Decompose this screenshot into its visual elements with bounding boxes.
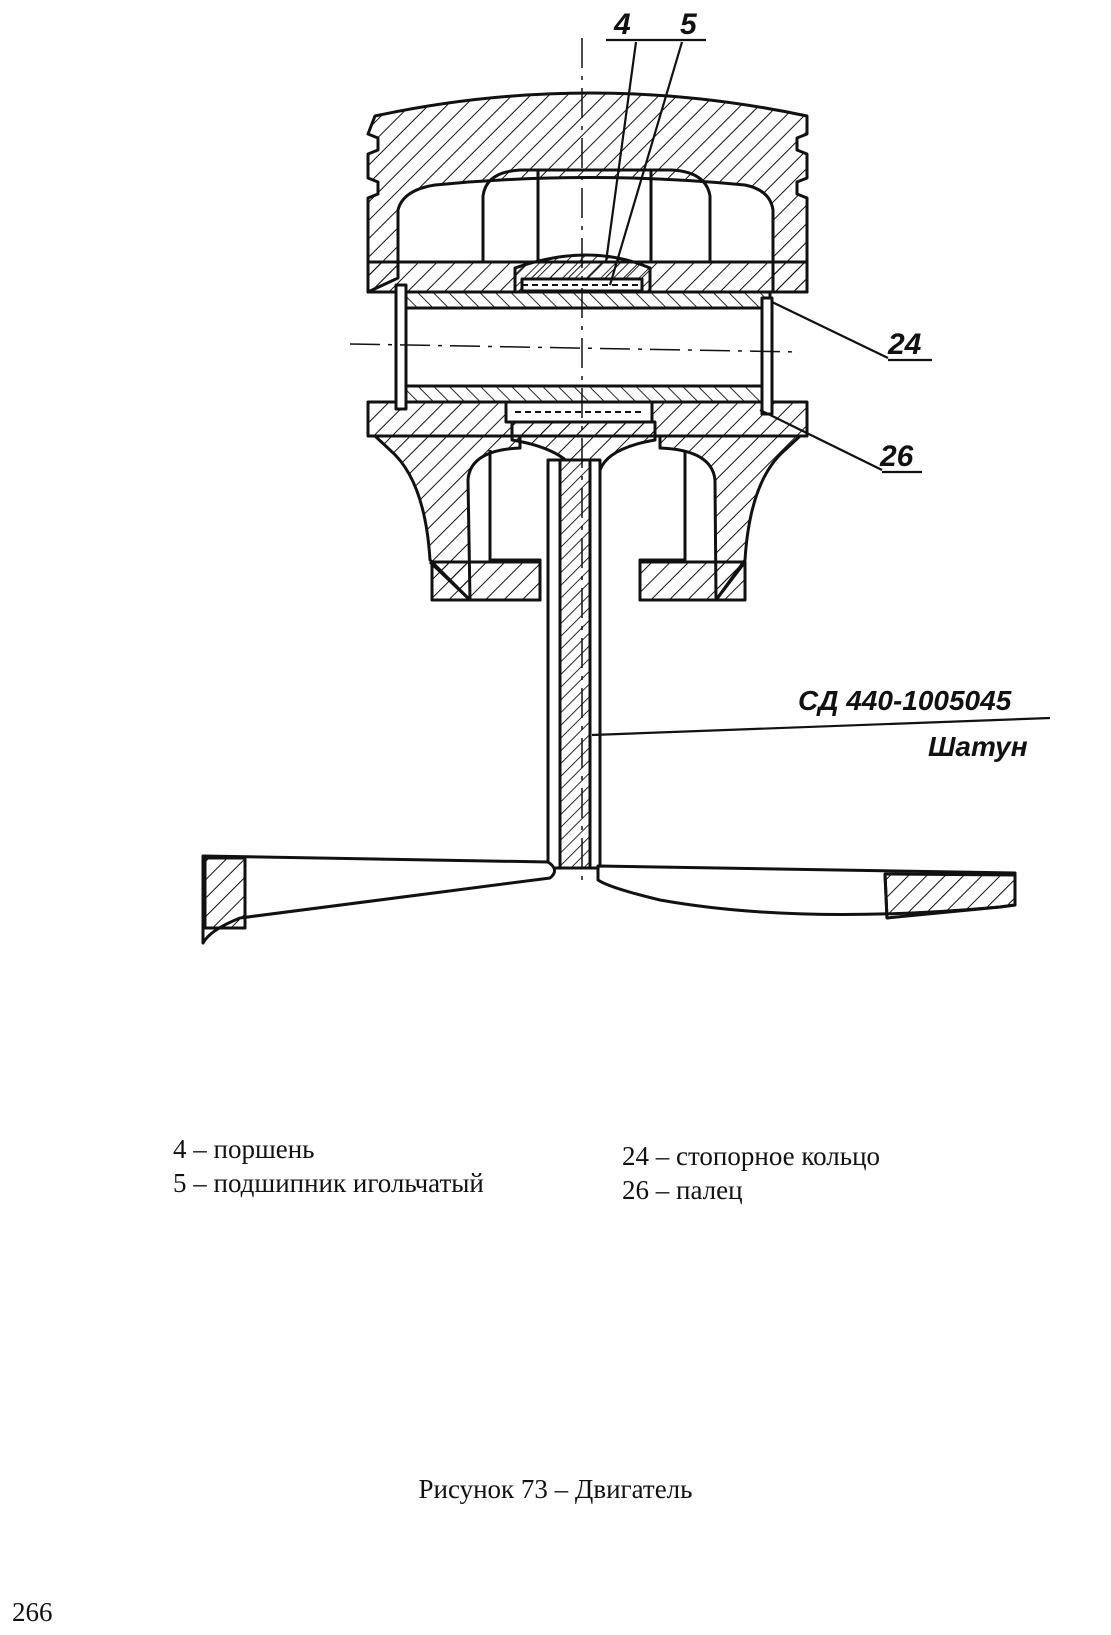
figure-caption: Рисунок 73 – Двигатель [418,1474,693,1504]
legend-right: 24 – стопорное кольцо 26 – палец [622,1139,880,1207]
callout-26: 26 [879,440,914,473]
part-number: СД 440-1005045 [798,685,1012,716]
pin-axis [349,343,801,353]
legend-item-5: 5 – подшипник игольчатый [173,1168,484,1198]
piston-skirt-left [373,434,522,602]
callout-24: 24 [887,328,922,361]
legend-item-4: 4 – поршень [173,1134,315,1164]
piston-crown [366,91,809,294]
retaining-ring-right [760,296,774,416]
pin-sleeve-top [400,290,772,310]
legend-left: 4 – поршень 5 – подшипник игольчатый [173,1132,484,1200]
piston-cavity [481,168,712,262]
legend-item-26: 26 – палец [622,1175,743,1205]
piston-connecting-rod-drawing: 4 5 24 26 СД 440-1005045 Шатун [201,8,1051,945]
piston-pin [400,306,772,388]
pin-sleeve-bottom [400,384,772,404]
retaining-ring-left [394,283,408,411]
piston-skirt-right [658,434,802,602]
part-name: Шатун [928,731,1028,762]
legend-item-24: 24 – стопорное кольцо [622,1141,881,1171]
callout-5: 5 [680,8,698,41]
crank-web [201,854,556,945]
page-number: 266 [12,1597,53,1627]
callout-4: 4 [613,8,631,41]
